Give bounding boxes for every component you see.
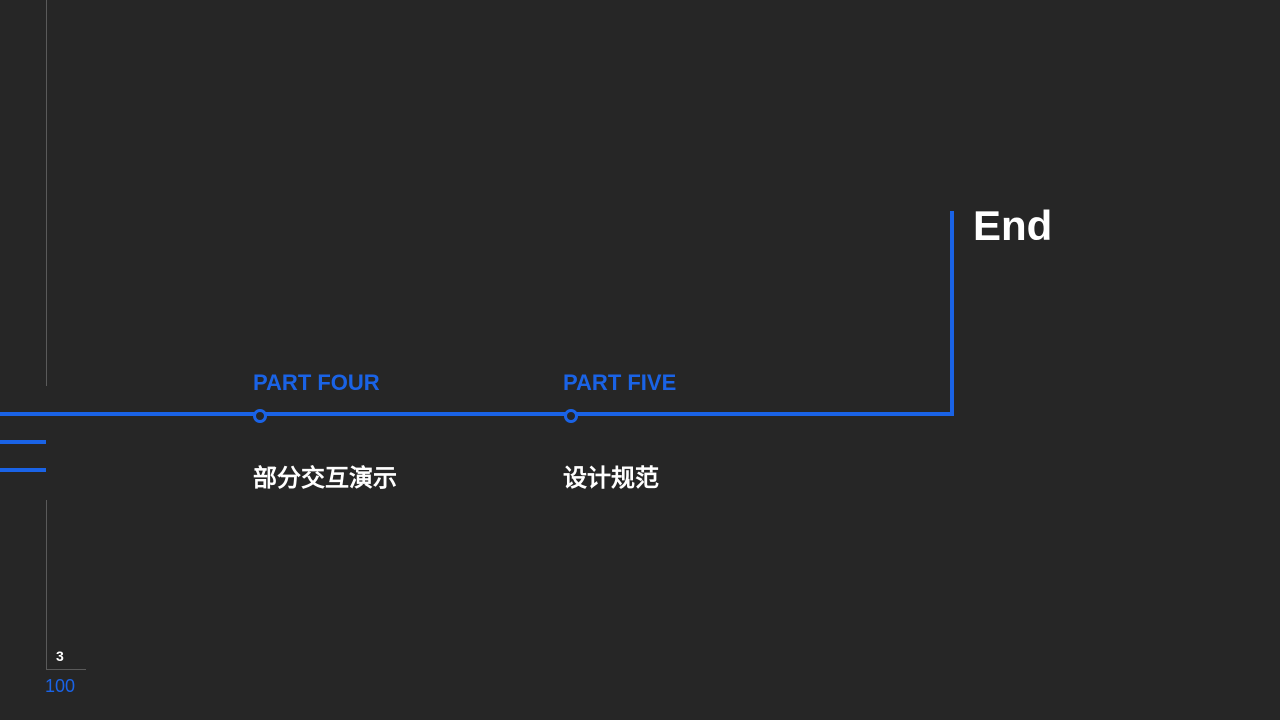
menu-stub-line-1 — [0, 440, 46, 444]
page-number-bracket — [46, 500, 86, 670]
current-page-number: 3 — [56, 648, 64, 664]
timeline-node-part-four[interactable] — [253, 409, 267, 423]
timeline-node-part-five[interactable] — [564, 409, 578, 423]
end-label: End — [973, 202, 1053, 249]
menu-stub-line-2 — [0, 468, 46, 472]
left-guide-line-top — [46, 0, 47, 386]
section-label-part-four: PART FOUR — [253, 370, 380, 395]
timeline-line — [0, 412, 954, 416]
section-title-part-five: 设计规范 — [563, 464, 659, 492]
section-label-part-five: PART FIVE — [563, 370, 677, 395]
total-page-number: 100 — [45, 676, 76, 696]
section-title-part-four: 部分交互演示 — [253, 464, 397, 492]
timeline-end-bar — [950, 211, 954, 416]
